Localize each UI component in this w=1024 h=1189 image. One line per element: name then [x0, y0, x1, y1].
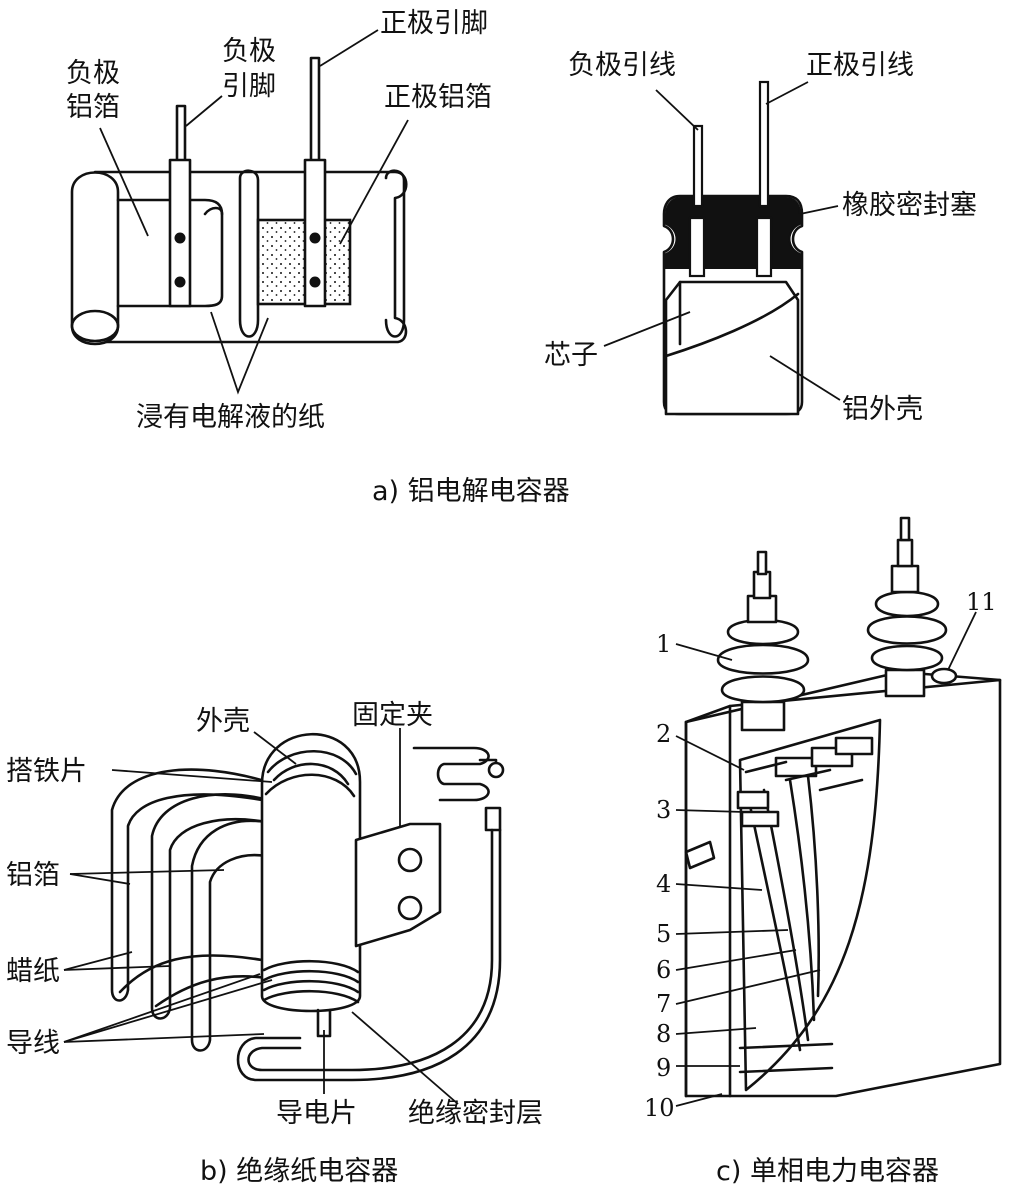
label-pos-pin: 正极引脚: [380, 8, 488, 39]
label-neg-pin-1: 负极: [222, 36, 276, 67]
number-2: 2: [656, 720, 671, 748]
paper-capacitor-drawing: [63, 728, 505, 1105]
label-clip: 固定夹: [352, 700, 433, 731]
label-conductor: 导电片: [276, 1098, 357, 1129]
label-neg-pin-2: 引脚: [222, 71, 276, 102]
number-7: 7: [656, 990, 671, 1018]
number-10: 10: [644, 1094, 675, 1122]
label-core: 芯子: [544, 340, 598, 371]
number-8: 8: [656, 1020, 671, 1048]
label-seal: 绝缘密封层: [408, 1098, 543, 1129]
power-capacitor-drawing: [675, 516, 1002, 1107]
electrolytic-unrolled-drawing: [70, 29, 409, 395]
label-neg-foil-1: 负极: [66, 58, 120, 89]
label-pos-lead: 正极引线: [806, 50, 914, 81]
caption-a: a) 铝电解电容器: [372, 476, 570, 507]
label-rubber-plug: 橡胶密封塞: [842, 190, 977, 221]
number-9: 9: [656, 1054, 671, 1082]
label-shell: 铝外壳: [842, 394, 923, 425]
number-11: 11: [966, 588, 997, 616]
number-6: 6: [656, 956, 671, 984]
electrolytic-can-drawing: [603, 80, 841, 416]
label-tab: 搭铁片: [6, 756, 87, 787]
label-wire: 导线: [6, 1028, 60, 1059]
caption-c: c) 单相电力电容器: [716, 1156, 939, 1187]
caption-b: b) 绝缘纸电容器: [200, 1156, 398, 1187]
label-foil: 铝箔: [6, 860, 60, 891]
number-3: 3: [656, 796, 671, 824]
label-wax-paper: 蜡纸: [6, 956, 60, 987]
label-paper: 浸有电解液的纸: [136, 402, 325, 433]
label-neg-lead: 负极引线: [568, 50, 676, 81]
number-4: 4: [656, 870, 671, 898]
label-pos-foil: 正极铝箔: [384, 82, 492, 113]
number-5: 5: [656, 920, 671, 948]
label-neg-foil-2: 铝箔: [66, 92, 120, 123]
label-case: 外壳: [196, 706, 250, 737]
number-1: 1: [656, 630, 671, 658]
